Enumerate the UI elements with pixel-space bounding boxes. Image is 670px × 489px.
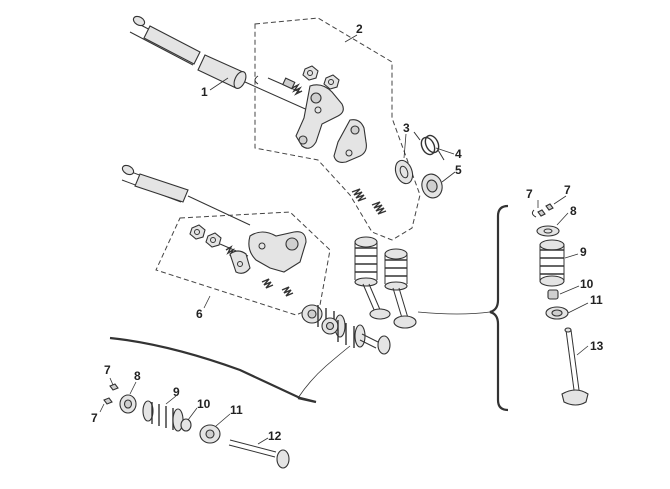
callout-8-right: 8: [570, 204, 577, 218]
callout-9-lower: 9: [173, 385, 180, 399]
thrust-washer: [394, 159, 414, 185]
rocker-shaft-upper: [129, 15, 331, 121]
callout-5: 5: [455, 163, 462, 177]
valve-springs-upper-pair: [354, 236, 417, 329]
callout-13: 13: [590, 339, 604, 353]
callout-8-lower: 8: [134, 369, 141, 383]
callout-10-lower: 10: [197, 397, 211, 411]
leader-lines: [99, 34, 589, 445]
right-bracket: [489, 204, 509, 412]
callout-9-right: 9: [580, 245, 587, 259]
callout-7-lower-b: 7: [91, 411, 98, 425]
lower-valve-parts: [103, 383, 290, 469]
callout-4: 4: [455, 147, 462, 161]
callout-1: 1: [201, 85, 208, 99]
valve-springs-lower-pair: [301, 304, 391, 355]
callout-2: 2: [356, 22, 363, 36]
callout-6: 6: [196, 307, 203, 321]
right-valve-parts: [531, 203, 589, 406]
upper-rocker-group-outline: [254, 17, 421, 241]
upper-rocker-arms: [254, 65, 387, 215]
lower-rocker-arms: [189, 224, 307, 297]
callout-7-right-a: 7: [526, 187, 533, 201]
callout-3: 3: [403, 121, 410, 135]
lower-bracket: [109, 336, 317, 404]
callout-7-lower-a: 7: [104, 363, 111, 377]
callout-11-right: 11: [590, 293, 603, 307]
lower-rocker-group-outline: [155, 211, 331, 316]
callout-11-lower: 11: [230, 403, 243, 417]
rocker-shaft-lower: [121, 164, 251, 226]
spring-retainer: [421, 173, 443, 199]
callout-12: 12: [268, 429, 282, 443]
callout-7-right-b: 7: [564, 183, 571, 197]
torsion-spring: [413, 131, 445, 161]
callout-10-right: 10: [580, 277, 594, 291]
callout-labels: 1 2 3 4 5 6 7 7 8 9 10 11 13 7 7 8 9 10 …: [91, 22, 604, 443]
